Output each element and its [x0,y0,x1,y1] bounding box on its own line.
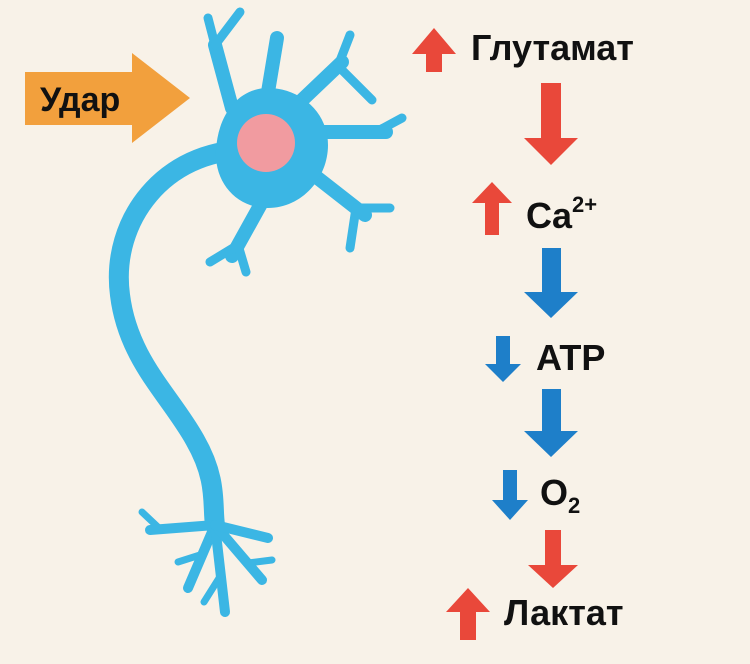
increase-arrow-icon [412,28,456,72]
impact-arrow: Удар [25,53,190,143]
transition-arrow-oxygen-lactate [528,530,578,588]
cascade-label-lactate: Лактат [504,592,623,633]
oxygen-subscript: 2 [568,493,580,518]
decrease-arrow-icon [492,470,528,520]
increase-arrow-icon [446,588,490,640]
transition-arrow-glutamate-calcium [524,83,578,165]
cascade-label-glutamate: Глутамат [471,27,634,68]
transition-arrow-calcium-atp [524,248,578,318]
neuron-dendrites [203,7,407,277]
cascade-item-calcium: Ca2+ [472,182,597,236]
cascade-label-atp: ATP [536,337,605,378]
transition-arrow-atp-oxygen [524,389,578,457]
cascade-label-calcium: Ca2+ [526,192,597,236]
arrow-right-icon [25,53,190,143]
cascade-item-oxygen: O2 [492,470,580,520]
neuron-axon [108,140,257,535]
neuron-nucleus [237,114,295,172]
cascade-item-glutamate: Глутамат [412,27,634,72]
axon-terminal [138,508,276,617]
cascade-item-lactate: Лактат [446,588,623,640]
cascade: Глутамат Ca2+ ATP O2 Лактат [412,27,634,640]
cascade-label-oxygen: O2 [540,472,580,518]
increase-arrow-icon [472,182,512,235]
decrease-arrow-icon [485,336,521,382]
neuron [108,7,407,617]
cascade-item-atp: ATP [485,336,605,382]
impact-label: Удар [40,81,120,119]
calcium-charge: 2+ [572,192,597,217]
